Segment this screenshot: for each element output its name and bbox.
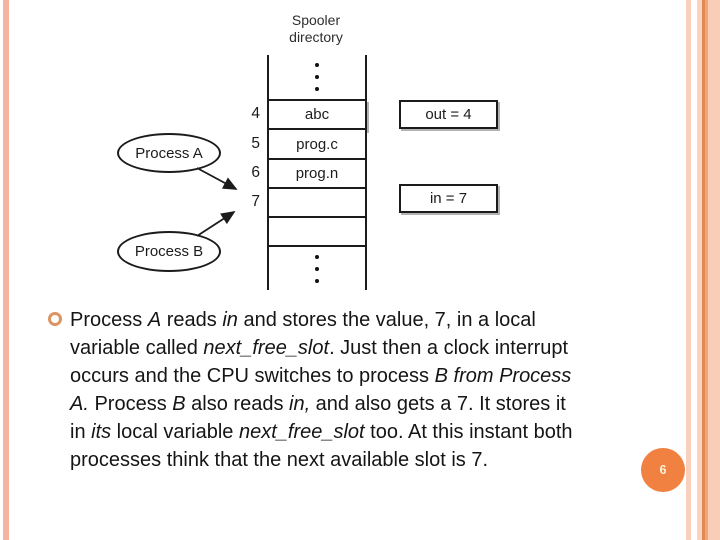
slot-index-5: 5: [251, 135, 260, 152]
right-edge-stripe-1: [686, 0, 691, 540]
slot-row-4: abc: [267, 99, 367, 130]
bullet-paragraph: Process A reads in and stores the value,…: [70, 309, 573, 471]
diagram-title: Spooler directory: [289, 12, 343, 45]
in-pointer-label: in = 7: [429, 190, 468, 207]
bullet-icon: [48, 312, 62, 326]
ellipsis-dot: [315, 254, 319, 259]
out-pointer-label: out = 4: [425, 106, 472, 123]
ellipsis-dot: [315, 266, 319, 271]
ellipsis-dot: [315, 75, 319, 79]
right-edge-stripe-4: [705, 0, 708, 540]
right-edge-stripe-5: [708, 0, 720, 540]
process-arrows: [196, 167, 238, 237]
process-a-node: Process A: [117, 133, 221, 173]
process-b-node: Process B: [117, 231, 221, 272]
ellipsis-dot: [315, 278, 319, 283]
slot-index-7: 7: [251, 193, 260, 210]
slot-index-4: 4: [251, 105, 260, 122]
process-a-label: Process A: [135, 144, 203, 162]
left-edge-stripe: [3, 0, 9, 540]
right-edge-stripe-2: [697, 0, 702, 540]
process-a-arrow: [196, 167, 238, 190]
slot-index-6: 6: [251, 164, 260, 181]
column-bottom-ellipsis: [267, 247, 367, 290]
slot-value: abc: [304, 106, 330, 123]
page-number: 6: [659, 463, 667, 477]
column-top-ellipsis: [267, 55, 367, 99]
ellipsis-dot: [315, 87, 319, 91]
page-number-badge: 6: [641, 448, 685, 492]
process-b-arrow: [196, 211, 236, 237]
slot-value: prog.n: [295, 165, 339, 182]
out-pointer-box: out = 4: [399, 100, 498, 129]
ellipsis-dot: [315, 63, 319, 67]
in-pointer-box: in = 7: [399, 184, 498, 213]
slot-value: prog.c: [296, 135, 338, 153]
right-edge-stripe-3: [702, 0, 705, 540]
process-b-label: Process B: [134, 243, 204, 260]
slot-row-empty: [267, 216, 367, 247]
